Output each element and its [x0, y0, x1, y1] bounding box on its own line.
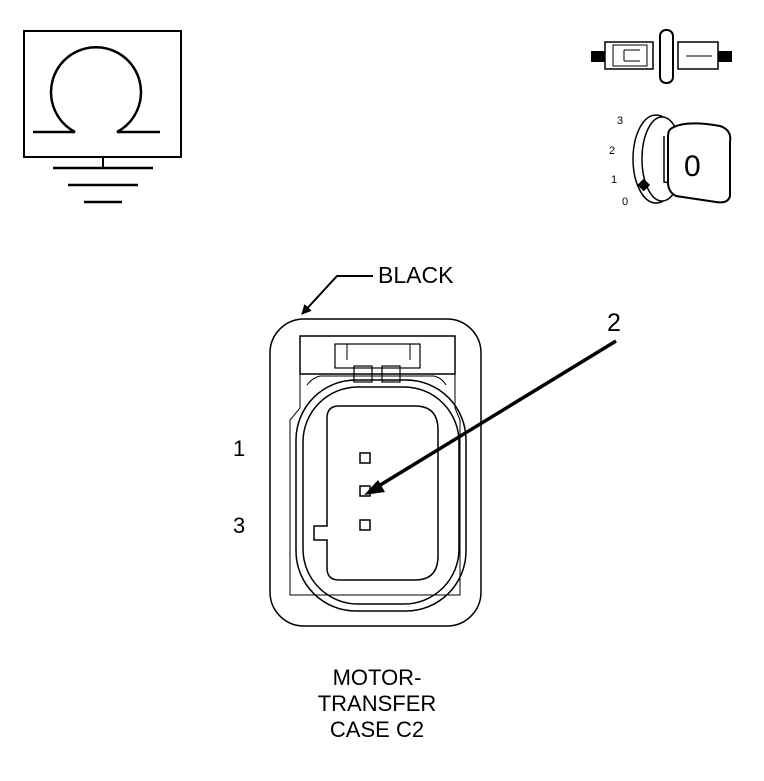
- connector-name: MOTOR- TRANSFER CASE C2: [282, 665, 472, 743]
- key-position-2-label: 2: [609, 145, 616, 157]
- pin-cavity-1: [359, 452, 371, 464]
- key-position-1-label: 1: [611, 174, 618, 186]
- key-position-0-label: 0: [622, 196, 629, 208]
- connector-color-label: BLACK: [378, 262, 454, 288]
- connector-name-line-2: TRANSFER: [317, 691, 437, 716]
- pin-2-callout-label: 2: [607, 309, 621, 337]
- connector-face: [269, 318, 482, 627]
- ignition-key-off-icon: [632, 114, 732, 204]
- key-current-position: 0: [684, 150, 701, 183]
- connector-name-line-3: CASE C2: [329, 717, 425, 742]
- key-position-3-label: 3: [617, 115, 624, 127]
- pin-1-label: 1: [233, 436, 246, 461]
- ohmmeter-ground-icon: [23, 30, 182, 204]
- pin-3-label: 3: [233, 513, 246, 538]
- pin-cavity-3: [359, 519, 371, 531]
- connector-name-line-1: MOTOR-: [332, 665, 422, 690]
- pin-2-callout-arrow: [364, 339, 617, 495]
- connector-disconnected-icon: [591, 29, 732, 84]
- color-leader-arrow: [301, 275, 373, 315]
